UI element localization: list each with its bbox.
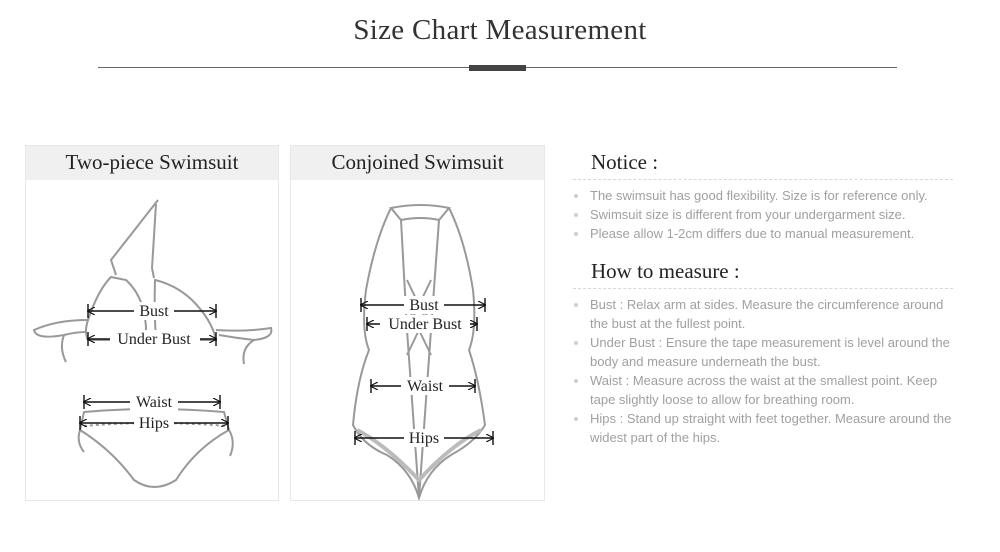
measure-item-text: Hips : Stand up straight with feet toget… — [590, 411, 952, 445]
two-piece-hips-label: Hips — [139, 415, 169, 432]
bullet-icon — [574, 341, 578, 345]
notice-title: Notice : — [573, 150, 953, 180]
notice-item-text: The swimsuit has good flexibility. Size … — [590, 188, 928, 203]
conjoined-illustration: Bust Under Bust Waist Hips — [351, 204, 544, 500]
measure-item-text: Bust : Relax arm at sides. Measure the c… — [590, 297, 944, 331]
two-piece-bust-label: Bust — [139, 303, 169, 320]
bullet-icon — [574, 417, 578, 421]
conjoined-hips-label: Hips — [409, 430, 439, 447]
conjoined-waist-label: Waist — [407, 378, 444, 395]
list-item: Hips : Stand up straight with feet toget… — [573, 409, 953, 447]
info-column: Notice : The swimsuit has good flexibili… — [573, 150, 953, 447]
list-item: Waist : Measure across the waist at the … — [573, 371, 953, 409]
bullet-icon — [574, 379, 578, 383]
two-piece-panel-title: Two-piece Swimsuit — [26, 146, 278, 180]
conjoined-panel-title: Conjoined Swimsuit — [291, 146, 544, 180]
list-item: Under Bust : Ensure the tape measurement… — [573, 333, 953, 371]
measure-item-text: Under Bust : Ensure the tape measurement… — [590, 335, 950, 369]
notice-item-text: Please allow 1-2cm differs due to manual… — [590, 226, 915, 241]
one-piece-outline — [351, 204, 487, 500]
two-piece-panel: Two-piece Swimsuit — [25, 145, 279, 501]
measure-item-text: Waist : Measure across the waist at the … — [590, 373, 938, 407]
list-item: Swimsuit size is different from your und… — [573, 205, 953, 224]
conjoined-under-bust-label: Under Bust — [388, 316, 462, 333]
title-divider-accent — [469, 65, 526, 71]
conjoined-bust-label: Bust — [409, 297, 439, 314]
list-item: Bust : Relax arm at sides. Measure the c… — [573, 295, 953, 333]
bullet-icon — [574, 303, 578, 307]
two-piece-under-bust-label: Under Bust — [117, 331, 191, 348]
list-item: The swimsuit has good flexibility. Size … — [573, 186, 953, 205]
two-piece-illustration: Bust Under Bust Waist Hips — [32, 199, 273, 488]
conjoined-panel: Conjoined Swimsuit — [290, 145, 545, 501]
page-title: Size Chart Measurement — [353, 14, 647, 46]
bullet-icon — [574, 194, 578, 198]
bullet-icon — [574, 232, 578, 236]
notice-item-text: Swimsuit size is different from your und… — [590, 207, 906, 222]
notice-list: The swimsuit has good flexibility. Size … — [573, 186, 953, 243]
how-to-measure-list: Bust : Relax arm at sides. Measure the c… — [573, 295, 953, 447]
list-item: Please allow 1-2cm differs due to manual… — [573, 224, 953, 243]
two-piece-waist-label: Waist — [136, 394, 173, 411]
how-to-measure-title: How to measure : — [573, 259, 953, 289]
bullet-icon — [574, 213, 578, 217]
